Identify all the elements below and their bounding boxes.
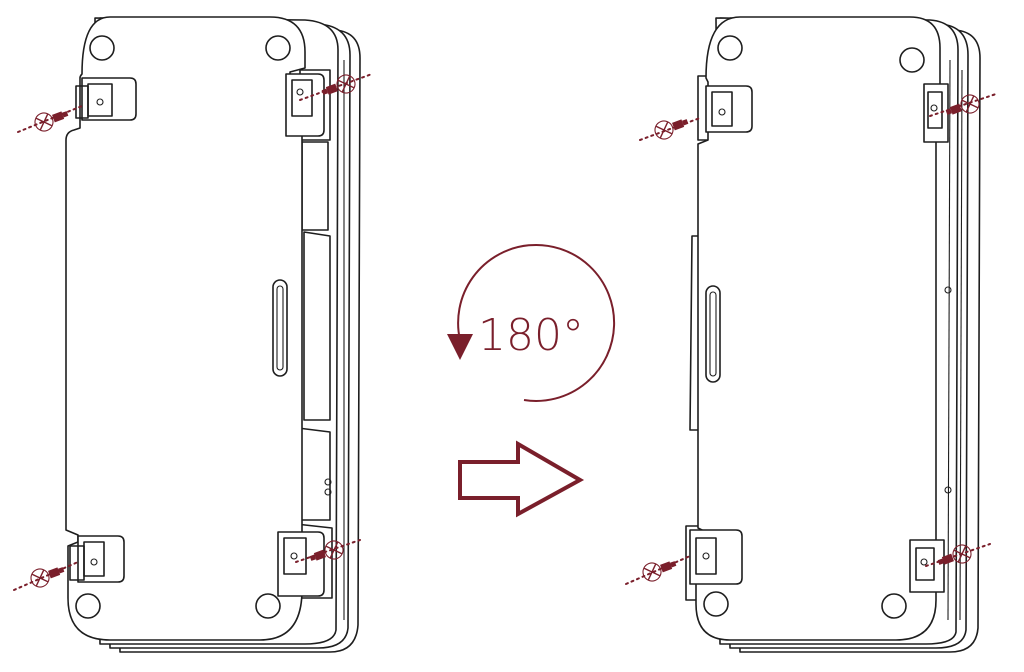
device-before-rotation	[65, 16, 361, 653]
screw-axis-line	[625, 555, 691, 585]
device-after-rotation	[685, 16, 981, 653]
right-arrow-icon	[458, 440, 585, 518]
mounting-bracket	[69, 535, 125, 583]
side-slot	[272, 279, 288, 377]
screw-axis-line	[295, 539, 361, 563]
corner-hole	[75, 593, 101, 619]
back-plate	[695, 16, 941, 641]
corner-hole	[255, 593, 281, 619]
screw-axis-line	[13, 561, 79, 591]
corner-hole	[703, 591, 729, 617]
mounting-bracket	[285, 73, 325, 137]
arrow-head	[447, 334, 473, 360]
mounting-bracket	[705, 85, 753, 133]
rotation-indicator: 180°	[447, 243, 616, 402]
screw-axis-line	[925, 543, 991, 567]
corner-hole	[881, 593, 907, 619]
rotate-arrow-icon	[457, 243, 616, 402]
side-slot	[705, 285, 721, 383]
screw-axis-line	[929, 93, 997, 117]
corner-hole	[89, 35, 115, 61]
screw-axis-line	[639, 117, 701, 141]
screw-group	[13, 71, 997, 591]
screw-axis-line	[17, 105, 83, 133]
mounting-bracket	[75, 77, 137, 121]
mounting-bracket	[689, 529, 743, 585]
mounting-bracket	[277, 531, 325, 597]
corner-hole	[265, 35, 291, 61]
rotation-label: 180°	[478, 310, 584, 361]
screw-icon	[651, 112, 692, 143]
corner-hole	[899, 47, 925, 73]
corner-hole	[717, 35, 743, 61]
